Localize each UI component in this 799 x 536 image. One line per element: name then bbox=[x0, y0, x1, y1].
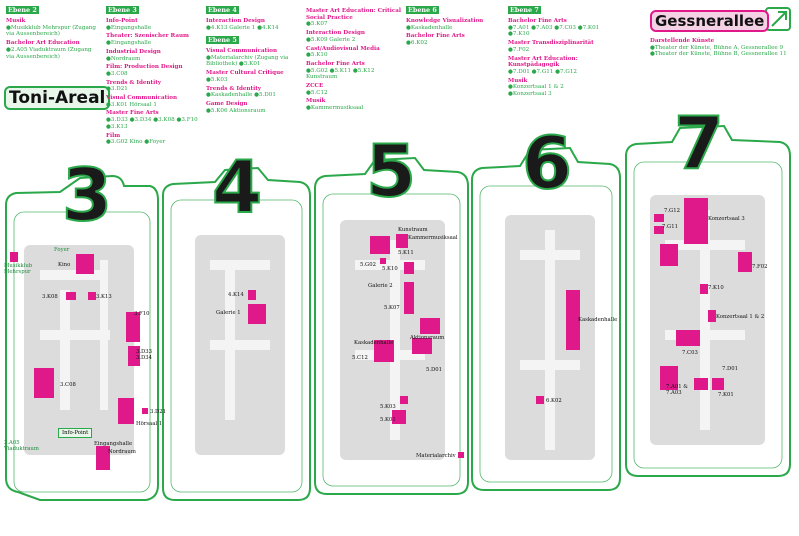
label-kino: Kino bbox=[58, 262, 71, 268]
floor-7-numeral: 7 bbox=[674, 101, 724, 185]
building-4-outline bbox=[162, 166, 311, 501]
label-materialarchiv: Materialarchiv bbox=[416, 453, 456, 459]
list-ebene7: Ebene 7 Bachelor Fine Arts●7.A01 ●7.A03 … bbox=[508, 6, 600, 98]
label-3f10: 3.F10 bbox=[134, 311, 150, 317]
label-7k10: 7.K10 bbox=[708, 285, 724, 291]
list-title: Ebene 4 bbox=[206, 6, 239, 14]
label-7f02: 7.F02 bbox=[752, 264, 768, 270]
label-7g11: 7.G11 bbox=[662, 224, 679, 230]
label-3d33: 3.D33 3.D34 bbox=[136, 349, 153, 361]
list-gessnerallee: Darstellende Künste●Theater der Künste, … bbox=[650, 38, 787, 58]
label-kaskadenhalle-5: Kaskadenhalle bbox=[354, 340, 394, 346]
label-5k03: 5.K03 bbox=[380, 404, 396, 410]
floor-4-numeral: 4 bbox=[212, 145, 262, 229]
label-7k01: 7.K01 bbox=[718, 392, 734, 398]
list-ebene5-cont: Master Art Education: Critical Social Pr… bbox=[306, 8, 402, 112]
label-5d01: 5.D01 bbox=[426, 367, 443, 373]
label-konzertsaal3: Konzertsaal 3 bbox=[708, 216, 745, 222]
building-3-outline bbox=[5, 174, 159, 501]
label-kaskadenhalle-6: Kaskadenhalle bbox=[578, 317, 618, 323]
label-hoersaal: Hörsaal 1 bbox=[136, 421, 163, 427]
label-musikklub: Musikklub Mehrspur bbox=[4, 263, 33, 275]
label-eingangshalle: Eingangshalle bbox=[94, 441, 133, 447]
label-viaduktraum: 2.A05 Viaduktraum bbox=[4, 440, 39, 452]
label-5k07: 5.K07 bbox=[384, 305, 400, 311]
list-title: Ebene 5 bbox=[206, 36, 239, 44]
label-nordraum: Nordraum bbox=[108, 449, 136, 455]
label-4k14: 4.K14 bbox=[228, 292, 244, 298]
building-7-outline bbox=[625, 124, 791, 477]
label-galerie2: Galerie 2 bbox=[368, 283, 393, 289]
floor-3-numeral: 3 bbox=[62, 153, 112, 237]
building-6-outline bbox=[471, 146, 621, 491]
label-5k10: 5.K10 bbox=[382, 266, 398, 272]
label-7g12: 7.G12 bbox=[664, 208, 681, 214]
label-3k13: 3.K13 bbox=[96, 294, 112, 300]
label-info-point: Info-Point bbox=[58, 428, 93, 438]
list-ebene2: Ebene 2 Musik●Musikklub Mehrspur (Zugang… bbox=[6, 6, 96, 60]
label-galerie1: Galerie 1 bbox=[216, 310, 241, 316]
list-ebene6: Ebene 6 Knowledge Visualization●Kaskaden… bbox=[406, 6, 484, 47]
label-7d01: 7.D01 bbox=[722, 366, 739, 372]
list-ebene5: Ebene 5 Visual Communication●Materialarc… bbox=[206, 36, 289, 114]
label-7c03: 7.C03 bbox=[682, 350, 698, 356]
list-title: Ebene 6 bbox=[406, 6, 439, 14]
label-6k02: 6.K02 bbox=[546, 398, 562, 404]
label-5g02: 5.G02 bbox=[360, 262, 377, 268]
list-ebene4: Ebene 4 Interaction Design●4.K13 Galerie… bbox=[206, 6, 279, 31]
floor-5-numeral: 5 bbox=[366, 129, 416, 213]
arrow-up-right-icon bbox=[765, 7, 791, 31]
list-title: Ebene 2 bbox=[6, 6, 39, 14]
label-kammermusiksaal: Kammermusiksaal bbox=[408, 235, 458, 241]
label-5k01: 5.K01 bbox=[380, 417, 396, 423]
floor-6-numeral: 6 bbox=[522, 121, 572, 205]
label-konzertsaal12: Konzertsaal 1 & 2 bbox=[716, 314, 765, 320]
building-5-outline bbox=[314, 156, 469, 495]
label-5k11: 5.K11 bbox=[398, 250, 414, 256]
address-title: Gessnerallee bbox=[650, 10, 770, 32]
label-7a01: 7.A01 & 7.A03 bbox=[666, 384, 689, 396]
list-title: Ebene 3 bbox=[106, 6, 139, 14]
label-3k08: 3.K08 bbox=[42, 294, 58, 300]
label-aktionsraum: Aktionsraum bbox=[410, 335, 445, 341]
list-title: Ebene 7 bbox=[508, 6, 541, 14]
label-foyer: Foyer bbox=[54, 247, 70, 253]
brand-title: Toni-Areal bbox=[4, 86, 111, 110]
label-3d21: 3.D21 bbox=[150, 409, 167, 415]
label-3c08: 3.C08 bbox=[60, 382, 76, 388]
label-5c12: 5.C12 bbox=[352, 355, 368, 361]
label-kunstraum: Kunstraum bbox=[398, 227, 428, 233]
list-ebene3: Ebene 3 Info-Point●Eingangshalle Theater… bbox=[106, 6, 198, 146]
